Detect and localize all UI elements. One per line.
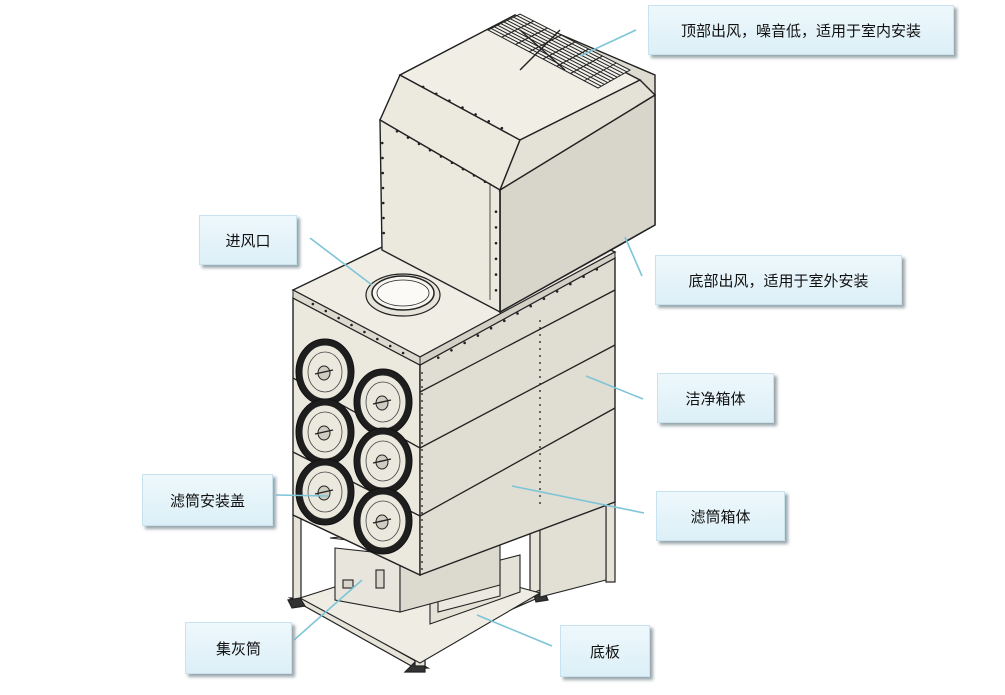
callout-ash-bin: 集灰筒: [185, 622, 292, 674]
cartridge-cover-4: [353, 427, 413, 495]
cartridge-cover-1: [295, 338, 355, 406]
callout-top-outlet: 顶部出风，噪音低，适用于室内安装: [648, 5, 954, 55]
cartridge-cover-5: [295, 458, 355, 526]
top-hood: [379, 14, 657, 314]
callout-clean-box: 洁净箱体: [657, 373, 774, 423]
callout-base-plate: 底板: [560, 625, 650, 677]
cartridge-cover-6: [353, 487, 413, 555]
cartridge-covers: [295, 338, 413, 555]
leader-lines: [275, 29, 645, 647]
cartridge-cover-3: [295, 398, 355, 466]
cartridge-cover-2: [353, 368, 413, 436]
callout-filter-box: 滤筒箱体: [656, 491, 785, 541]
air-inlet: [365, 273, 441, 317]
rivets: [311, 85, 599, 359]
top-outlet-grille: [486, 13, 632, 89]
callout-cartridge-cover: 滤筒安装盖: [142, 474, 273, 526]
callout-inlet: 进风口: [199, 215, 297, 265]
callout-bottom-outlet: 底部出风，适用于室外安装: [655, 255, 902, 305]
